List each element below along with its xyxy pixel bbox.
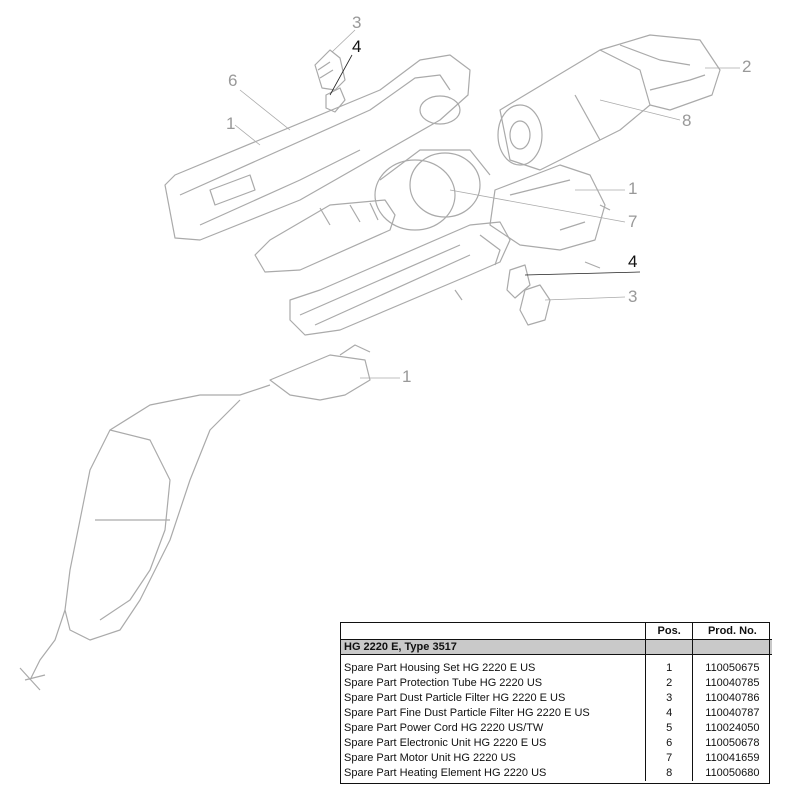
fine-filter-right [506, 264, 531, 299]
power-cord [19, 384, 271, 691]
leader-3-right [544, 296, 626, 301]
callout-1-lower: 1 [402, 367, 412, 386]
part-pos: 6 [645, 736, 693, 751]
protection-tube [599, 34, 721, 111]
part-prod: 110040786 [705, 692, 760, 704]
part-name: Spare Part Fine Dust Particle Filter HG … [344, 707, 590, 719]
callout-1-right: 1 [628, 179, 638, 198]
callout-1-left: 1 [226, 114, 236, 133]
parts-table: Pos. Prod. No. HG 2220 E, Type 3517 Spar… [340, 622, 772, 781]
table-row: Spare Part Dust Particle Filter HG 2220 … [340, 691, 772, 706]
rear-cap [489, 164, 606, 251]
callout-4-top: 4 [352, 37, 362, 56]
part-name: Spare Part Dust Particle Filter HG 2220 … [344, 692, 566, 704]
screw-3 [599, 204, 611, 211]
part-prod: 110040785 [705, 677, 760, 689]
part-name: Spare Part Heating Element HG 2220 US [344, 767, 547, 779]
callout-2: 2 [742, 57, 752, 76]
part-pos: 3 [645, 691, 693, 706]
part-prod: 110050675 [705, 662, 760, 674]
fine-filter-top [325, 87, 346, 113]
leader-3-top [331, 29, 356, 53]
header-prod: Prod. No. [692, 622, 772, 640]
screw-2 [454, 289, 463, 301]
model-name: HG 2220 E, Type 3517 [340, 639, 646, 655]
callout-4-right: 4 [628, 252, 638, 271]
table-row: Spare Part Housing Set HG 2220 E US 1 11… [340, 661, 772, 676]
table-row: Spare Part Heating Element HG 2220 US 8 … [340, 766, 772, 781]
part-name: Spare Part Motor Unit HG 2220 US [344, 752, 516, 764]
dust-filter-top [314, 49, 346, 91]
leader-4-right [524, 271, 641, 276]
part-pos: 2 [645, 676, 693, 691]
part-prod: 110050678 [705, 737, 760, 749]
leader-7 [449, 189, 626, 223]
leader-4-top [329, 54, 353, 96]
table-header-row: Pos. Prod. No. [340, 622, 772, 640]
table-row: Spare Part Motor Unit HG 2220 US 7 11004… [340, 751, 772, 766]
heating-element [497, 49, 651, 171]
part-prod: 110040787 [705, 707, 760, 719]
housing-lower-shell [289, 221, 511, 336]
part-pos: 4 [645, 706, 693, 721]
callout-3-right: 3 [628, 287, 638, 306]
callout-3-top: 3 [352, 13, 362, 32]
table-row: Spare Part Protection Tube HG 2220 US 2 … [340, 676, 772, 691]
model-row: HG 2220 E, Type 3517 [340, 639, 772, 655]
callout-8: 8 [682, 111, 692, 130]
table-row: Spare Part Electronic Unit HG 2220 E US … [340, 736, 772, 751]
table-row: Spare Part Fine Dust Particle Filter HG … [340, 706, 772, 721]
housing-upper-shell [164, 54, 471, 241]
part-pos: 5 [645, 721, 693, 736]
leader-6 [239, 89, 291, 131]
motor-unit [374, 95, 491, 231]
part-name: Spare Part Power Cord HG 2220 US/TW [344, 722, 544, 734]
part-prod: 110050680 [705, 767, 760, 779]
part-pos: 7 [645, 751, 693, 766]
header-name [340, 622, 646, 640]
leader-1-left [234, 124, 261, 146]
part-name: Spare Part Electronic Unit HG 2220 E US [344, 737, 547, 749]
callout-7: 7 [628, 212, 638, 231]
handle-base [269, 344, 371, 401]
table-row: Spare Part Power Cord HG 2220 US/TW 5 11… [340, 721, 772, 736]
part-name: Spare Part Protection Tube HG 2220 US [344, 677, 543, 689]
part-prod: 110041659 [705, 752, 760, 764]
part-prod: 110024050 [705, 722, 760, 734]
header-pos: Pos. [645, 622, 693, 640]
callout-6: 6 [228, 71, 238, 90]
part-pos: 1 [645, 661, 693, 676]
part-pos: 8 [645, 766, 693, 781]
part-name: Spare Part Housing Set HG 2220 E US [344, 662, 536, 674]
leader-8 [599, 99, 681, 121]
dust-filter-right [519, 284, 551, 326]
screw-1 [584, 261, 601, 269]
electronic-unit [254, 199, 396, 273]
